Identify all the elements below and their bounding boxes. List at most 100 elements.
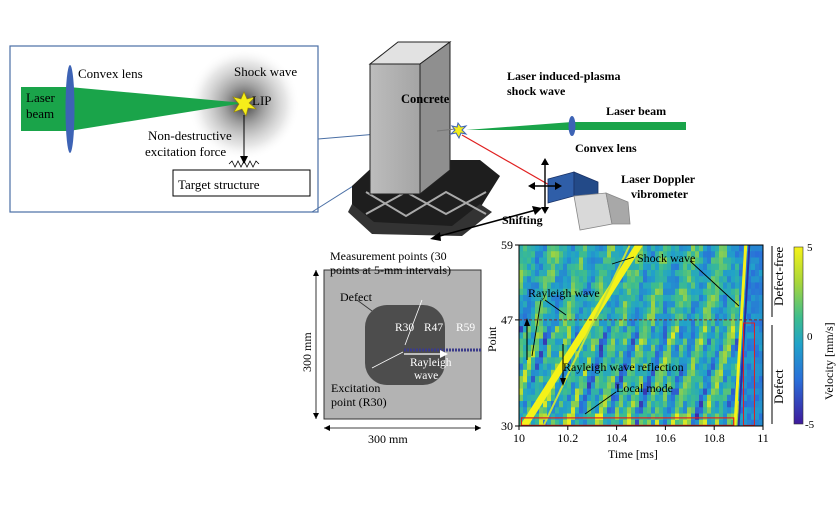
- heatmap-cell: [671, 376, 676, 383]
- dim-arrow-left: [324, 425, 330, 431]
- heatmap-cell: [755, 351, 760, 358]
- heatmap-cell: [547, 313, 552, 321]
- heatmap-cell: [651, 388, 656, 396]
- heatmap-cell: [735, 282, 740, 290]
- heatmap-cell: [655, 413, 660, 421]
- heatmap-cell: [679, 263, 684, 271]
- heatmap-cell: [531, 263, 536, 271]
- heatmap-cell: [659, 394, 664, 402]
- heatmap-cell: [595, 413, 600, 421]
- heatmap-cell: [547, 294, 552, 302]
- heatmap-cell: [527, 326, 532, 333]
- heatmap-cell: [623, 357, 628, 365]
- heatmap-cell: [635, 332, 640, 340]
- heatmap-cell: [583, 401, 588, 408]
- heatmap-cell: [563, 332, 568, 340]
- heatmap-cell: [575, 294, 580, 302]
- heatmap-cell: [607, 394, 612, 402]
- heatmap-cell: [539, 294, 544, 302]
- heatmap-cell: [735, 313, 740, 321]
- heatmap-cell: [587, 263, 592, 271]
- heatmap-cell: [755, 319, 760, 327]
- heatmap-cell: [747, 301, 752, 309]
- heatmap-cell: [759, 363, 763, 371]
- heatmap-cell: [723, 319, 728, 327]
- heatmap-cell: [715, 301, 720, 309]
- heatmap-cell: [647, 338, 652, 346]
- heatmap-cell: [759, 301, 763, 309]
- heatmap-cell: [579, 382, 584, 390]
- heatmap-cell: [647, 251, 652, 259]
- heatmap-cell: [759, 419, 763, 426]
- heatmap-cell: [675, 394, 680, 402]
- heatmap-cell: [579, 263, 584, 271]
- heatmap-cell: [547, 363, 552, 371]
- heatmap-cell: [551, 245, 556, 252]
- heatmap-cell: [535, 307, 540, 315]
- heatmap-cell: [715, 419, 720, 426]
- heatmap-cell: [571, 363, 576, 371]
- heatmap-cell: [635, 263, 640, 271]
- heatmap-cell: [699, 282, 704, 290]
- heatmap-cell: [727, 376, 732, 383]
- heatmap-cell: [707, 376, 712, 383]
- heatmap-cell: [731, 269, 736, 277]
- heatmap-cell: [715, 257, 720, 265]
- heatmap-cell: [595, 351, 600, 358]
- heatmap-cell: [747, 344, 752, 352]
- heatmap-cell: [715, 288, 720, 296]
- heatmap-cell: [687, 288, 692, 296]
- heatmap-cell: [551, 357, 556, 365]
- heatmap-cell: [623, 282, 628, 290]
- heatmap-cell: [699, 245, 704, 252]
- rayleigh-arrowhead: [440, 350, 448, 358]
- heatmap-cell: [615, 413, 620, 421]
- heatmap-cell: [759, 382, 763, 390]
- heatmap-cell: [663, 313, 668, 321]
- heatmap-cell: [643, 344, 648, 352]
- heatmap-cell: [711, 344, 716, 352]
- colorbar-tick-max: 5: [807, 242, 813, 254]
- heatmap-cell: [651, 363, 656, 371]
- ldv-label-2: vibrometer: [631, 187, 689, 201]
- heatmap-cell: [643, 413, 648, 421]
- heatmap-cell: [619, 319, 624, 327]
- heatmap-cell: [699, 294, 704, 302]
- heatmap-cell: [667, 263, 672, 271]
- heatmap-cell: [615, 419, 620, 426]
- heatmap-cell: [559, 407, 564, 415]
- heatmap-cell: [579, 313, 584, 321]
- heatmap-cell: [747, 338, 752, 346]
- heatmap-cell: [579, 251, 584, 259]
- heatmap-cell: [683, 351, 688, 358]
- heatmap-cell: [727, 394, 732, 402]
- heatmap-cell: [743, 388, 748, 396]
- heatmap-cell: [571, 301, 576, 309]
- heatmap-cell: [627, 326, 632, 333]
- heatmap-cell: [575, 319, 580, 327]
- heatmap-cell: [527, 407, 532, 415]
- heatmap-cell: [559, 319, 564, 327]
- heatmap-cell: [699, 351, 704, 358]
- heatmap-cell: [579, 257, 584, 265]
- heatmap-cell: [699, 407, 704, 415]
- heatmap-cell: [699, 369, 704, 377]
- heatmap-cell: [555, 282, 560, 290]
- heatmap-cell: [687, 382, 692, 390]
- heatmap-cell: [631, 326, 636, 333]
- heatmap-cell: [611, 369, 616, 377]
- heatmap-cell: [559, 394, 564, 402]
- heatmap-cell: [747, 363, 752, 371]
- heatmap-cell: [751, 401, 756, 408]
- heatmap-cell: [595, 388, 600, 396]
- heatmap-cell: [527, 369, 532, 377]
- heatmap-cell: [663, 419, 668, 426]
- heatmap-cell: [759, 263, 763, 271]
- heatmap-cell: [707, 319, 712, 327]
- heatmap-cell: [735, 245, 740, 252]
- heatmap-cell: [531, 382, 536, 390]
- heatmap-cell: [755, 413, 760, 421]
- heatmap-cell: [699, 269, 704, 277]
- heatmap-cell: [523, 394, 528, 402]
- heatmap-cell: [727, 257, 732, 265]
